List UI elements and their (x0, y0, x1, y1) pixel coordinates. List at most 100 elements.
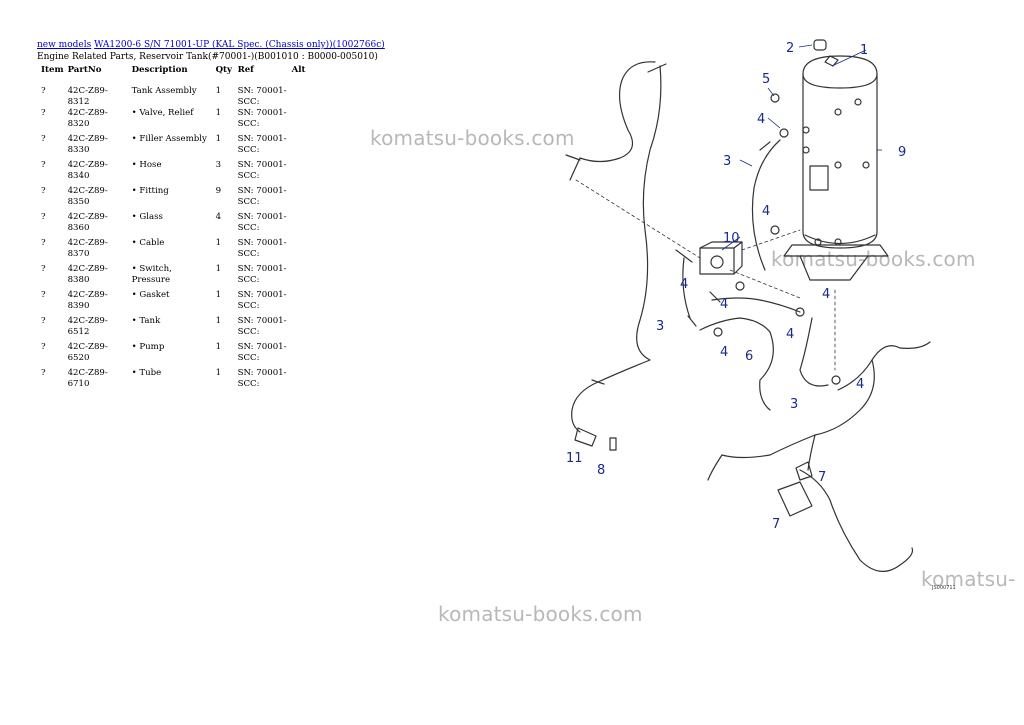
row-qty: 4 (215, 212, 222, 222)
breadcrumb: new models WA1200-6 S/N 71001-UP (KAL Sp… (37, 40, 385, 51)
row-partno: 42C-Z89-8370 (67, 238, 108, 259)
row-item: ? (41, 238, 46, 248)
row-description: • Glass (131, 212, 163, 222)
row-partno: 42C-Z89-8360 (67, 212, 108, 233)
callout-7: 7 (818, 470, 826, 485)
row-ref: SN: 70001-SCC: (237, 212, 287, 233)
row-ref: SN: 70001-SCC: (237, 290, 287, 311)
row-item: ? (41, 160, 46, 170)
row-description: • Hose (131, 160, 162, 170)
row-description: • Cable (131, 238, 165, 248)
row-item: ? (41, 134, 46, 144)
callout-4: 4 (822, 287, 830, 302)
row-ref: SN: 70001-SCC: (237, 316, 287, 337)
header-partno: PartNo (67, 65, 102, 75)
row-item: ? (41, 86, 46, 96)
row-description: • Fitting (131, 186, 169, 196)
callout-8: 8 (597, 463, 605, 478)
watermark: komatsu-books.com (370, 126, 575, 150)
row-ref: SN: 70001-SCC: (237, 342, 287, 363)
header-item: Item (41, 65, 64, 75)
row-partno: 42C-Z89-6512 (67, 316, 108, 337)
row-item: ? (41, 342, 46, 352)
row-ref: SN: 70001-SCC: (237, 160, 287, 181)
page-title: Engine Related Parts, Reservoir Tank(#70… (37, 52, 378, 62)
row-ref: SN: 70001-SCC: (237, 134, 287, 155)
watermark: komatsu- (921, 567, 1016, 591)
callout-4: 4 (680, 277, 688, 292)
row-description: • Valve, Relief (131, 108, 194, 118)
callout-4: 4 (757, 112, 765, 127)
header-ref: Ref (237, 65, 254, 75)
row-description: • Gasket (131, 290, 170, 300)
callout-6: 6 (745, 349, 753, 364)
row-qty: 1 (215, 342, 222, 352)
row-item: ? (41, 316, 46, 326)
row-qty: 1 (215, 108, 222, 118)
table-row: ? 42C-Z89-6512 • Tank 1 SN: 70001-SCC: (36, 316, 316, 342)
callout-3: 3 (723, 154, 731, 169)
row-item: ? (41, 290, 46, 300)
row-description: • Filler Assembly (131, 134, 207, 144)
pump (699, 241, 743, 275)
row-description: • Tank (131, 316, 161, 326)
row-partno: 42C-Z89-8320 (67, 108, 108, 129)
row-ref: SN: 70001-SCC: (237, 86, 287, 107)
row-partno: 42C-Z89-8340 (67, 160, 108, 181)
callout-4: 4 (856, 377, 864, 392)
row-qty: 3 (215, 160, 222, 170)
table-row: ? 42C-Z89-8330 • Filler Assembly 1 SN: 70001… (36, 134, 316, 160)
callout-10: 10 (723, 231, 740, 246)
row-qty: 1 (215, 316, 222, 326)
callout-5: 5 (762, 72, 770, 87)
breadcrumb-link-model[interactable]: WA1200-6 S/N 71001-UP (KAL Spec. (Chassi… (94, 40, 385, 50)
callout-3: 3 (656, 319, 664, 334)
header-alt: Alt (291, 65, 306, 75)
header-qty: Qty (215, 65, 233, 75)
row-item: ? (41, 212, 46, 222)
row-qty: 1 (215, 134, 222, 144)
breadcrumb-link-new-models[interactable]: new models (37, 40, 92, 50)
callout-1: 1 (860, 43, 868, 58)
row-partno: 42C-Z89-8312 (67, 86, 108, 107)
callout-11: 11 (566, 451, 583, 466)
row-item: ? (41, 264, 46, 274)
parts-table: Item PartNo Description Qty Ref Alt ?42C… (36, 65, 316, 394)
callout-2: 2 (786, 41, 794, 56)
row-qty: 1 (215, 86, 222, 96)
row-partno: 42C-Z89-6710 (67, 368, 108, 389)
diagram-code: JS000711 (932, 585, 956, 591)
callout-4: 4 (762, 204, 770, 219)
callout-4: 4 (786, 327, 794, 342)
header-description: Description (131, 65, 188, 75)
row-item: ? (41, 108, 46, 118)
callout-3: 3 (790, 397, 798, 412)
row-description: Tank Assembly (131, 86, 197, 96)
row-qty: 9 (215, 186, 222, 196)
row-partno: 42C-Z89-8330 (67, 134, 108, 155)
row-ref: SN: 70001-SCC: (237, 368, 287, 389)
reservoir-tank (783, 55, 889, 281)
row-description: • Pump (131, 342, 165, 352)
row-item: ? (41, 186, 46, 196)
table-header-row: Item PartNo Description Qty Ref Alt (36, 65, 316, 79)
row-description: • Switch, Pressure (131, 264, 172, 285)
table-row: ? 42C-Z89-8312 Tank Assembly 1 SN: 70001-SCC… (36, 79, 316, 108)
watermark: komatsu-books.com (438, 602, 643, 626)
row-partno: 42C-Z89-8350 (67, 186, 108, 207)
row-description: • Tube (131, 368, 162, 378)
row-ref: SN: 70001-SCC: (237, 238, 287, 259)
callout-4: 4 (720, 297, 728, 312)
table-row: ? 42C-Z89-8360 • Glass 4 SN: 70001-SCC: (36, 212, 316, 238)
table-row: ? 42C-Z89-8370 • Cable 1 SN: 70001-SCC: (36, 238, 316, 264)
row-qty: 1 (215, 238, 222, 248)
callout-4: 4 (720, 345, 728, 360)
row-item: ? (41, 368, 46, 378)
